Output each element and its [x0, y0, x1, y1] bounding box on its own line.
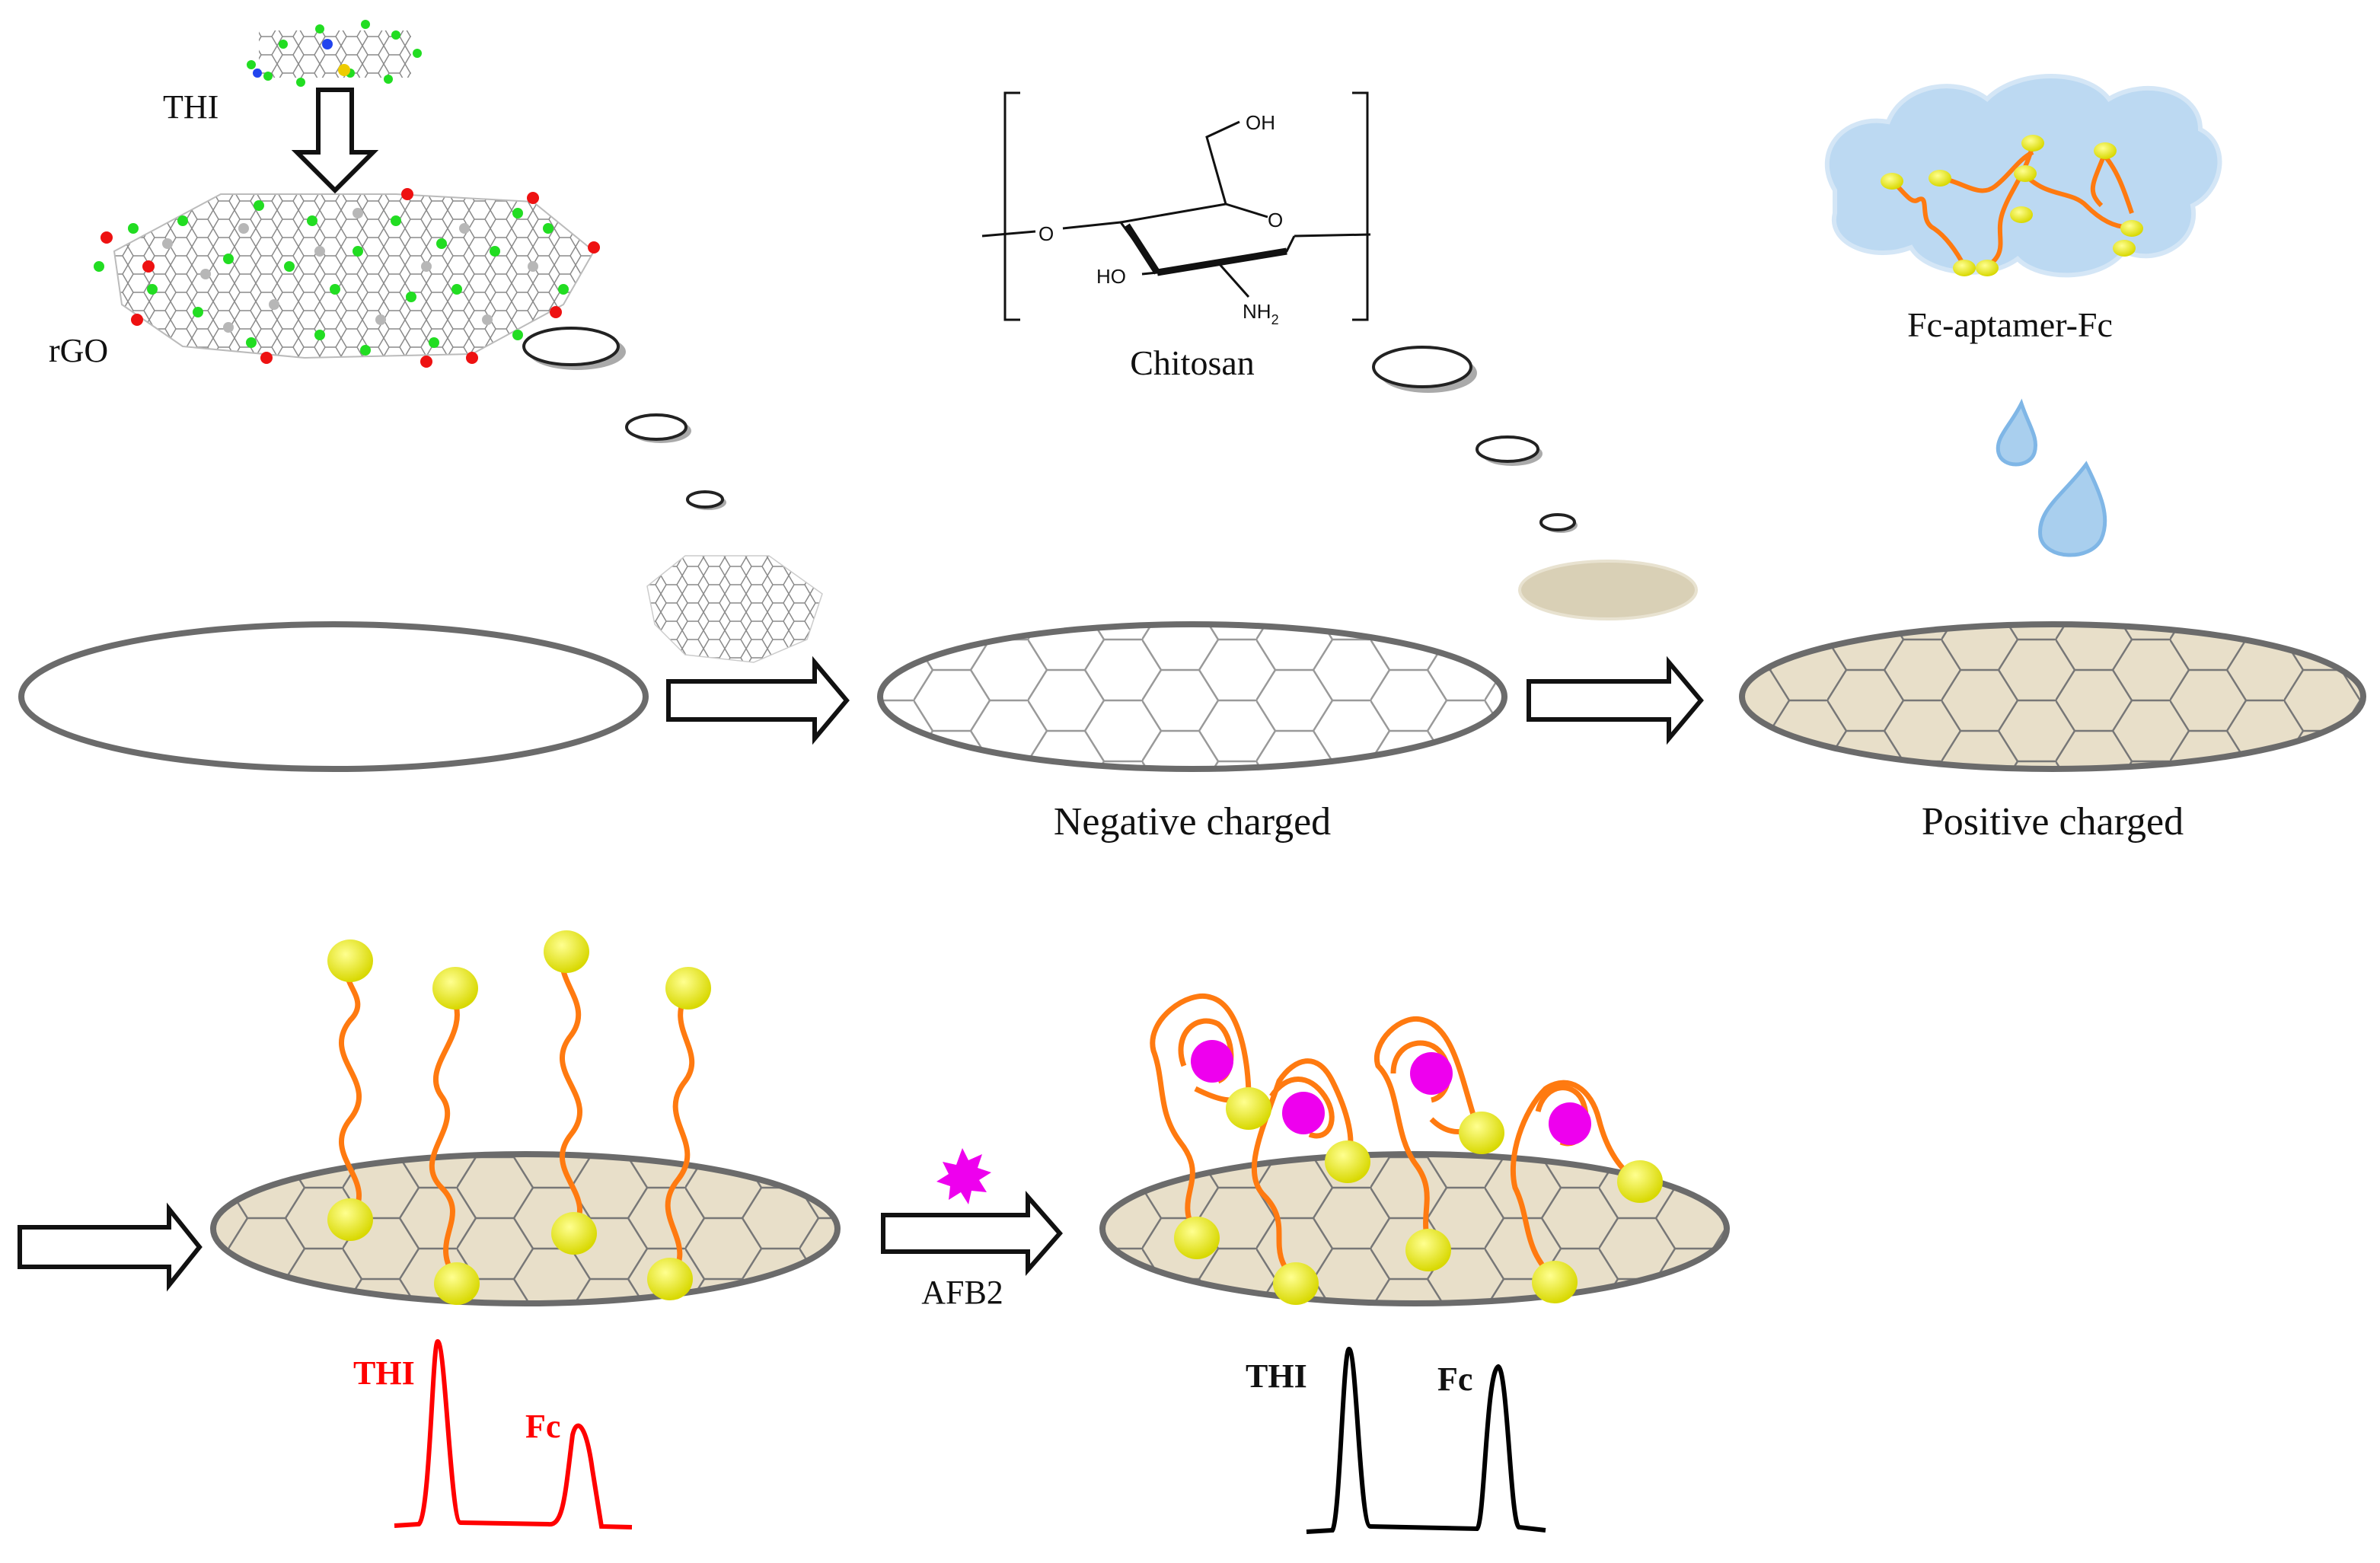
- signal-after: THI Fc: [1246, 1346, 1546, 1534]
- aptamer-electrode: [210, 1151, 841, 1306]
- chitosan-nh2: NH2: [1243, 300, 1279, 327]
- thi-peak-label-after: THI: [1246, 1357, 1307, 1395]
- signal-before: THI Fc: [353, 1338, 633, 1530]
- droplet-icon: [1996, 398, 2107, 557]
- graphene-fragment-icon: [646, 555, 823, 663]
- rgo-sheet-icon: [94, 188, 600, 368]
- arrow-right-icon: [881, 1191, 1063, 1276]
- chitosan-structure-icon: [981, 91, 1371, 321]
- negative-charged-label: Negative charged: [1054, 800, 1331, 844]
- fc-peak-label-after: Fc: [1437, 1360, 1472, 1398]
- chitosan-drop-icon: [1518, 560, 1698, 620]
- arrow-right-icon: [18, 1202, 203, 1292]
- fc-label-balls-after: [1174, 1087, 1663, 1305]
- bare-electrode: [18, 621, 649, 772]
- positive-charged-label: Positive charged: [1922, 800, 2184, 844]
- arrow-right-icon: [666, 656, 850, 745]
- chitosan-ring-o: O: [1268, 209, 1283, 231]
- chitosan-oh: OH: [1246, 111, 1275, 134]
- aptamer-cloud-icon: [1824, 74, 2222, 278]
- down-arrow-icon: [291, 88, 379, 194]
- chitosan-ho: HO: [1096, 265, 1126, 288]
- bubble-trail-1: [522, 327, 726, 510]
- afb2-bound-stars: [1191, 1040, 1591, 1145]
- thi-molecule-icon: [247, 20, 422, 87]
- thi-label: THI: [163, 88, 219, 126]
- rgo-label: rGO: [49, 332, 108, 369]
- bubble-trail-2: [1372, 346, 1578, 533]
- thi-peak-label: THI: [353, 1354, 415, 1392]
- afb2-label: AFB2: [921, 1274, 1003, 1311]
- aptamer-strands: [338, 955, 695, 1281]
- chitosan-link-o: O: [1038, 222, 1054, 245]
- arrow-right-icon: [1527, 656, 1704, 745]
- chitosan-modified-electrode: [1739, 621, 2366, 772]
- fc-peak-label: Fc: [525, 1408, 560, 1445]
- chitosan-label: Chitosan: [1130, 343, 1255, 382]
- rgo-modified-electrode: [877, 621, 1507, 772]
- fc-aptamer-label: Fc-aptamer-Fc: [1907, 305, 2113, 344]
- afb2-star-icon: [936, 1148, 991, 1204]
- fc-label-balls: [327, 930, 711, 1305]
